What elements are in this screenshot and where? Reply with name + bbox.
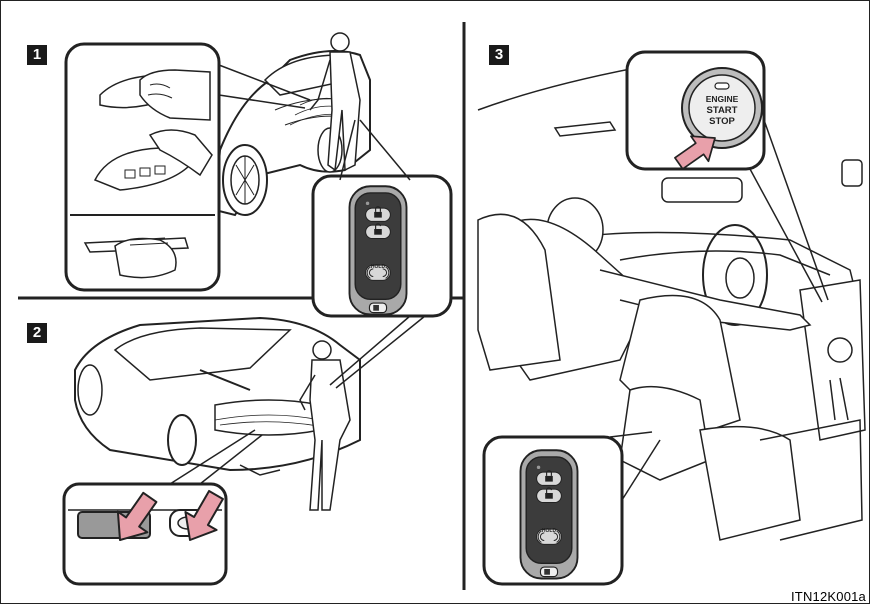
panel-1-scene <box>213 32 371 217</box>
step-3-badge: 3 <box>489 45 509 65</box>
hold-label-3: HOLD <box>542 528 557 534</box>
panel-2-scene <box>74 316 361 511</box>
panel-3-scene <box>477 59 866 541</box>
key-fob-detail-1: HOLD <box>311 174 453 318</box>
step-1-badge: 1 <box>27 45 47 65</box>
hold-label-1: HOLD <box>371 264 386 270</box>
key-fob-detail-3: HOLD <box>482 435 624 586</box>
step-2-badge: 2 <box>27 323 47 343</box>
stop-label: STOP <box>709 116 735 127</box>
figure-id: ITN12K001a <box>791 589 866 604</box>
door-handle-detail <box>64 42 221 292</box>
engine-start-stop-detail: ENGINE START STOP <box>625 50 766 177</box>
trunk-button-detail <box>62 482 233 586</box>
engine-label: ENGINE <box>706 94 739 104</box>
start-label: START <box>707 105 738 116</box>
